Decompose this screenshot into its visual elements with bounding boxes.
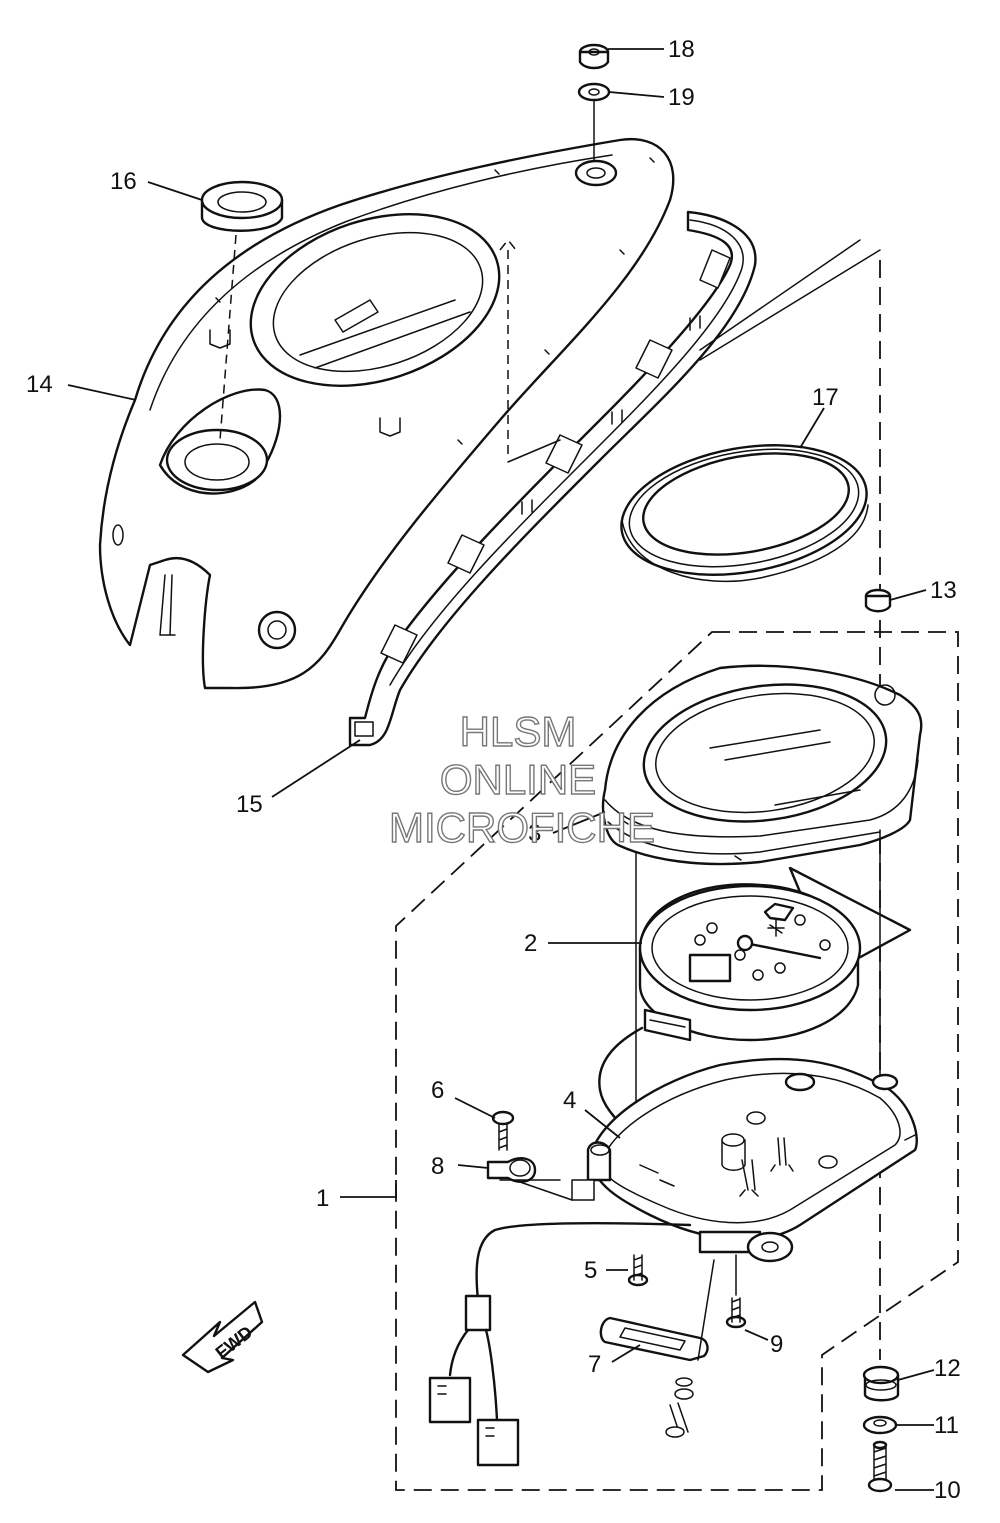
part-6-screw — [491, 1110, 515, 1151]
callout-15: 15 — [236, 791, 263, 818]
callout-19: 19 — [668, 84, 695, 111]
callout-7: 7 — [588, 1351, 601, 1378]
callout-16: 16 — [110, 168, 137, 195]
callout-5: 5 — [584, 1257, 597, 1284]
part-12-grommet — [862, 1365, 900, 1402]
part-15-trim-strip — [348, 210, 881, 747]
part-8-clamp — [486, 1157, 573, 1201]
callout-2: 2 — [524, 930, 537, 957]
part-2-meter-unit — [598, 829, 912, 1182]
callout-6: 6 — [431, 1077, 444, 1104]
part-18-screw — [578, 43, 610, 70]
callout-1: 1 — [316, 1185, 329, 1212]
watermark-line-1: HLSM — [460, 708, 577, 755]
part-14-meter-cover-panel — [98, 137, 675, 690]
part-7-gasket — [599, 1259, 715, 1438]
callout-numbers: 1 2 3 4 5 6 7 8 9 10 11 12 13 14 15 16 1… — [26, 36, 961, 1504]
callout-13: 13 — [930, 577, 957, 604]
assembly-1-outline — [395, 631, 959, 1491]
watermark-line-2: ONLINE — [440, 756, 596, 803]
callout-11: 11 — [934, 1412, 959, 1439]
callout-8: 8 — [431, 1153, 444, 1180]
callout-4: 4 — [563, 1087, 576, 1114]
callout-17: 17 — [812, 384, 839, 411]
watermark: HLSM ONLINE MICROFICHE — [388, 707, 655, 851]
part-17-lens-ring — [620, 444, 869, 583]
callout-9: 9 — [770, 1331, 783, 1358]
callout-10: 10 — [934, 1477, 961, 1504]
wire-harness — [428, 1221, 692, 1467]
part-3-meter-case-upper — [601, 664, 923, 866]
part-16-grommet — [200, 180, 284, 441]
callout-18: 18 — [668, 36, 695, 63]
part-4-lower-case — [571, 1057, 918, 1263]
watermark-line-3: MICROFICHE — [389, 804, 655, 851]
part-5-screw — [627, 1254, 649, 1287]
callout-3: 3 — [528, 820, 541, 847]
part-11-washer — [862, 1415, 898, 1435]
callout-12: 12 — [934, 1355, 961, 1382]
part-10-bolt — [867, 1440, 893, 1493]
forward-direction-arrow: FWD — [181, 1300, 264, 1374]
callout-14: 14 — [26, 371, 53, 398]
part-9-screw — [725, 1254, 747, 1329]
leader-lines — [67, 48, 935, 1491]
